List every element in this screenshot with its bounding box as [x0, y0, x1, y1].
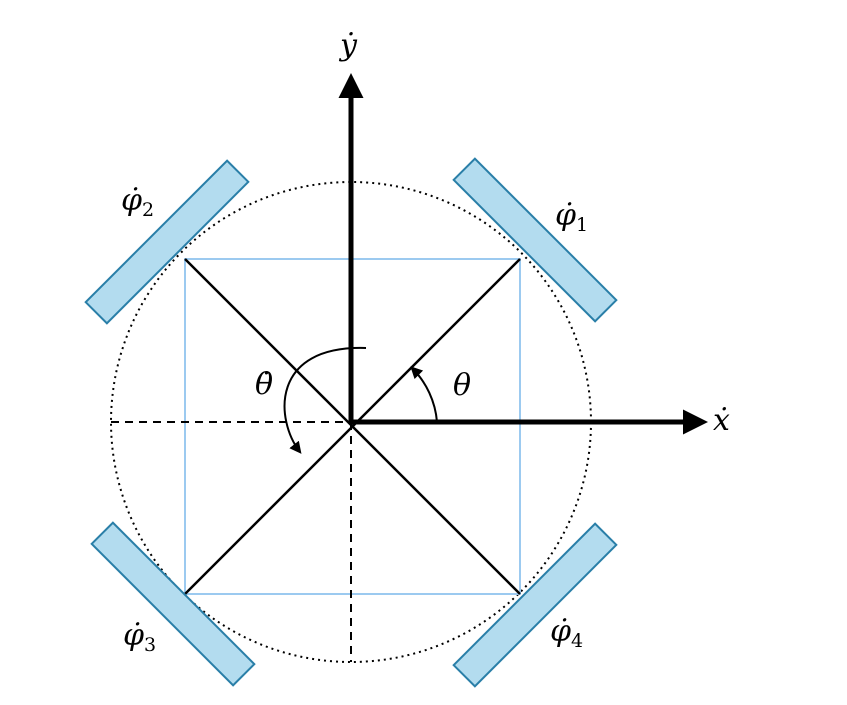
- wheel-4-symbol: φ̇: [550, 614, 571, 649]
- diagonal-line-2: [184, 258, 521, 595]
- wheel-3: [90, 521, 256, 687]
- wheel-3-index: 3: [144, 634, 156, 656]
- wheel-1-label: φ̇ 1: [555, 198, 588, 236]
- theta-dot-rotation-arrow: [283, 346, 367, 454]
- wheel-2-index: 2: [142, 199, 154, 221]
- wheel-1-index: 1: [576, 214, 588, 236]
- wheel-3-label: φ̇ 3: [123, 618, 156, 656]
- wheel-4: [452, 522, 618, 688]
- wheel-2-symbol: φ̇: [121, 183, 142, 218]
- y-axis-label: ẏ: [338, 28, 358, 63]
- theta-label: θ: [453, 368, 471, 403]
- wheel-3-symbol: φ̇: [123, 618, 144, 653]
- wheel-1-symbol: φ̇: [555, 198, 576, 233]
- wheel-2: [84, 159, 250, 325]
- theta-dot-label: θ̇: [255, 367, 273, 402]
- x-axis-label: ẋ: [713, 403, 730, 438]
- wheel-1: [452, 157, 618, 323]
- wheel-2-label: φ̇ 2: [121, 183, 154, 221]
- wheel-4-index: 4: [571, 630, 583, 652]
- wheel-4-label: φ̇ 4: [550, 614, 583, 652]
- theta-angle-arrow: [410, 366, 438, 423]
